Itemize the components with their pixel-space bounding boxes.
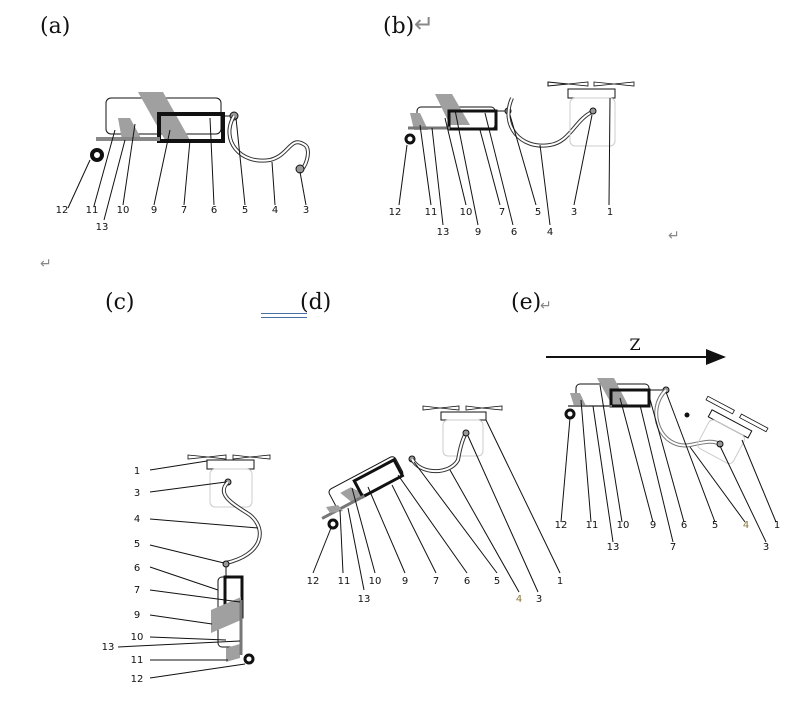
panel-label-e: (e) <box>511 290 542 315</box>
panel-label-c: (c) <box>105 290 135 315</box>
part-number: 5 <box>242 205 248 216</box>
part-number: 4 <box>743 520 749 531</box>
part-number: 13 <box>607 542 620 553</box>
part-number: 6 <box>511 227 517 238</box>
part-number: 1 <box>774 520 780 531</box>
part-number: 11 <box>425 207 438 218</box>
part-number: 11 <box>586 520 599 531</box>
panel-c-part-numbers: 1 3 4 5 6 7 9 10 13 11 12 <box>102 466 144 685</box>
part-number: 12 <box>131 674 144 685</box>
panel-a-drawing <box>67 92 310 221</box>
part-number: 5 <box>535 207 541 218</box>
part-number: 11 <box>338 576 351 587</box>
part-number: 9 <box>650 520 656 531</box>
part-number: 3 <box>303 205 309 216</box>
part-number: 10 <box>117 205 130 216</box>
part-number: 6 <box>134 563 140 574</box>
return-mark-icon: ↵ <box>40 256 52 272</box>
part-number: 6 <box>464 576 470 587</box>
part-number: 9 <box>475 227 481 238</box>
panel-d-drawing <box>312 405 561 593</box>
part-number: 4 <box>516 594 522 605</box>
part-number: 7 <box>499 207 505 218</box>
part-number: 6 <box>211 205 217 216</box>
part-number: 4 <box>272 205 278 216</box>
part-number: 3 <box>571 207 577 218</box>
part-number: 13 <box>102 642 115 653</box>
part-number: 10 <box>617 520 630 531</box>
part-number: 13 <box>358 594 371 605</box>
part-number: 6 <box>681 520 687 531</box>
part-number: 12 <box>389 207 402 218</box>
part-number: 12 <box>56 205 69 216</box>
panel-b-drawing <box>398 81 635 226</box>
part-number: 7 <box>670 542 676 553</box>
part-number: 11 <box>131 655 144 666</box>
part-number: 5 <box>494 576 500 587</box>
part-number: 9 <box>134 610 140 621</box>
panel-c-drawing <box>117 454 271 679</box>
panel-label-a: (a) <box>40 14 71 39</box>
panel-label-b: (b) <box>383 14 415 39</box>
panel-e-drawing <box>546 349 777 543</box>
part-number: 1 <box>607 207 613 218</box>
return-mark-icon: ↵ <box>414 10 435 38</box>
part-number: 10 <box>369 576 382 587</box>
underline-mark <box>261 313 307 318</box>
return-mark-icon: ↵ <box>540 298 552 314</box>
part-number: 12 <box>555 520 568 531</box>
part-number: 9 <box>402 576 408 587</box>
panel-a-part-numbers: 12 11 10 9 7 6 5 4 3 13 <box>56 205 310 233</box>
part-number: 10 <box>131 632 144 643</box>
part-number: 4 <box>547 227 553 238</box>
panel-label-d: (d) <box>300 290 332 315</box>
part-number: 7 <box>433 576 439 587</box>
return-mark-icon: ↵ <box>668 228 680 244</box>
panel-d-part-numbers: 12 11 10 9 7 6 5 1 13 4 3 <box>307 576 564 605</box>
part-number: 3 <box>536 594 542 605</box>
panel-b-part-numbers: 12 11 10 7 5 3 1 13 9 6 4 <box>389 207 614 238</box>
part-number: 10 <box>460 207 473 218</box>
part-number: 5 <box>134 539 140 550</box>
part-number: 5 <box>712 520 718 531</box>
part-number: 1 <box>557 576 563 587</box>
panel-e-part-numbers: Z 12 11 10 9 6 5 4 1 13 7 3 <box>555 335 781 553</box>
part-number: 7 <box>134 585 140 596</box>
part-number: 13 <box>437 227 450 238</box>
direction-label: Z <box>629 335 640 354</box>
part-number: 3 <box>134 488 140 499</box>
part-number: 7 <box>181 205 187 216</box>
part-number: 11 <box>86 205 99 216</box>
part-number: 13 <box>96 222 109 233</box>
part-number: 3 <box>763 542 769 553</box>
part-number: 9 <box>151 205 157 216</box>
part-number: 12 <box>307 576 320 587</box>
part-number: 1 <box>134 466 140 477</box>
part-number: 4 <box>134 514 140 525</box>
